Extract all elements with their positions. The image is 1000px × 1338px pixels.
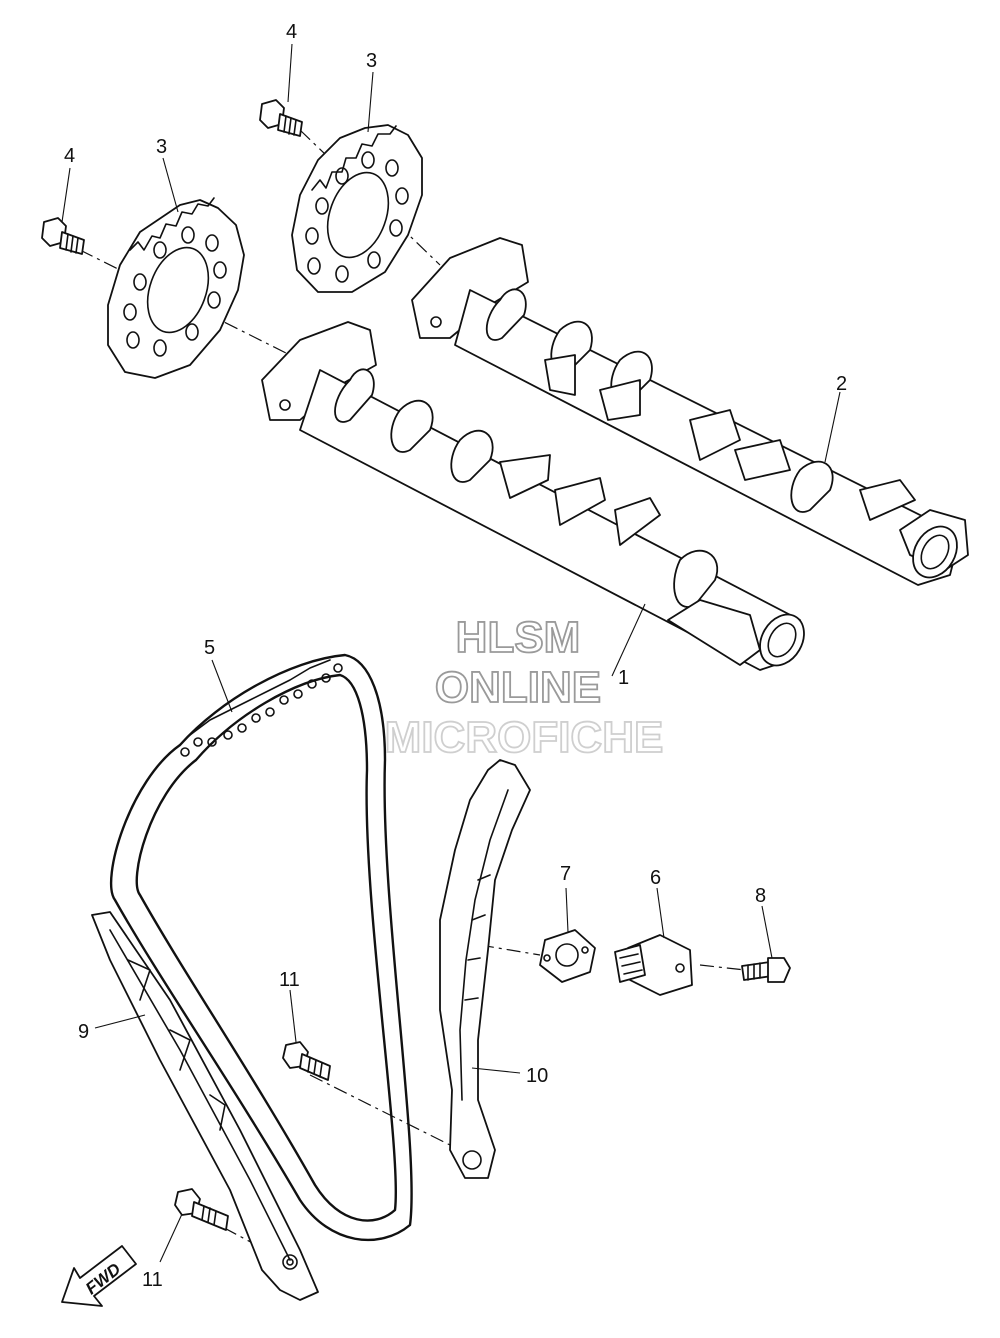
camshaft-1 bbox=[261, 321, 805, 671]
callout-2: 2 bbox=[836, 373, 847, 395]
gasket-7 bbox=[539, 929, 596, 983]
watermark-line1: HLSM bbox=[456, 613, 581, 662]
callout-4-right: 4 bbox=[286, 21, 297, 43]
cam-sprocket-right bbox=[291, 124, 423, 293]
callout-labels: 1 2 3 3 4 4 5 6 7 8 9 10 11 11 bbox=[64, 21, 847, 1291]
timing-chain bbox=[110, 653, 413, 1242]
callout-3-right: 3 bbox=[366, 50, 377, 72]
callout-4-left: 4 bbox=[64, 145, 75, 167]
callout-11-lower: 11 bbox=[142, 1269, 163, 1291]
chain-guide-10 bbox=[439, 759, 531, 1179]
bolt-11-upper bbox=[282, 1041, 331, 1081]
camshaft-2 bbox=[411, 237, 969, 586]
cam-sprocket-left bbox=[107, 197, 245, 379]
tensioner-6 bbox=[614, 934, 693, 996]
callout-6: 6 bbox=[650, 867, 661, 889]
fwd-arrow: FWD bbox=[61, 1245, 137, 1307]
bolt-left bbox=[41, 217, 85, 255]
callout-3-left: 3 bbox=[156, 136, 167, 158]
watermark-line3: MICROFICHE bbox=[385, 713, 664, 762]
callout-8: 8 bbox=[755, 885, 766, 907]
watermark-line2: ONLINE bbox=[435, 663, 601, 712]
bolt-8 bbox=[741, 957, 791, 983]
watermark: HLSM ONLINE MICROFICHE bbox=[384, 612, 664, 763]
leader-lines bbox=[61, 43, 841, 1263]
bolt-11-lower bbox=[174, 1188, 229, 1231]
callout-7: 7 bbox=[560, 863, 571, 885]
callout-5: 5 bbox=[204, 637, 215, 659]
callout-10: 10 bbox=[526, 1065, 548, 1087]
callout-11-upper: 11 bbox=[279, 969, 300, 991]
callout-1: 1 bbox=[618, 667, 629, 689]
bolt-right bbox=[259, 99, 303, 137]
chain-guide-9 bbox=[91, 911, 319, 1301]
callout-9: 9 bbox=[78, 1021, 89, 1043]
